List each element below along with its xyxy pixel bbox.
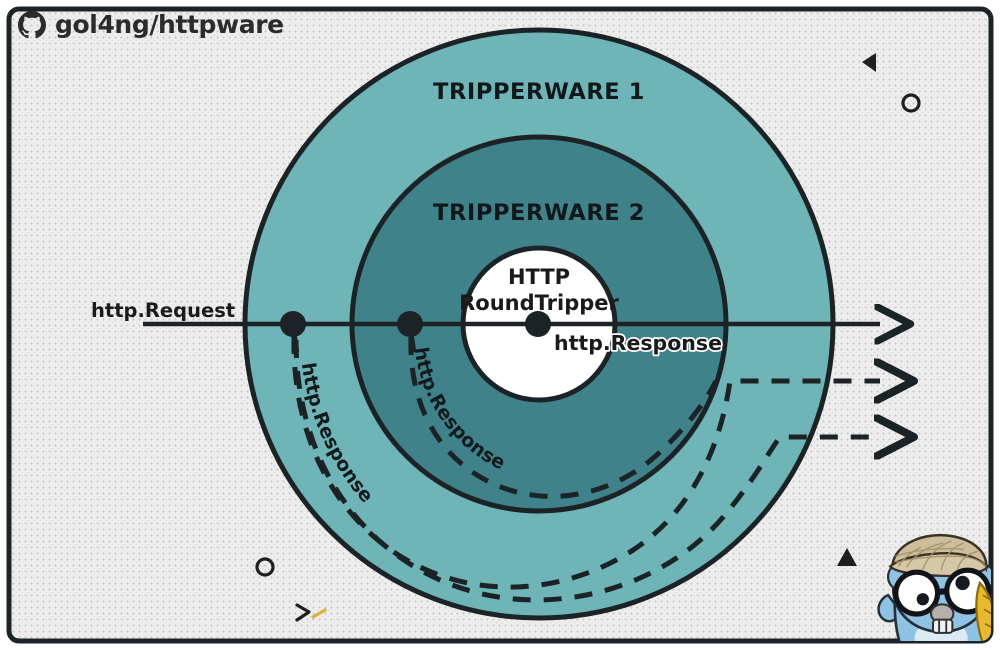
response-arc-inner bbox=[408, 336, 719, 499]
decoration-triangle-up bbox=[837, 548, 857, 566]
svg-text:http.Response: http.Response bbox=[554, 331, 722, 355]
response-arc-outer bbox=[291, 335, 880, 590]
ring-label-tripperware-1: TRIPPERWARE 1 bbox=[433, 79, 645, 105]
response-return-paths bbox=[291, 335, 880, 590]
response-return-path-lower bbox=[293, 339, 880, 603]
flow-node-inner bbox=[397, 311, 423, 337]
repo-header: gol4ng/httpware bbox=[18, 10, 284, 39]
github-mark-icon bbox=[18, 10, 46, 38]
response-label-main: http.Response http.Response bbox=[552, 329, 723, 356]
go-gopher-mascot bbox=[877, 533, 991, 641]
ring-label-tripperware-2: TRIPPERWARE 2 bbox=[433, 200, 645, 226]
request-label: http.Request bbox=[91, 299, 235, 322]
repo-title: gol4ng/httpware bbox=[55, 10, 284, 39]
decoration-circle-bottom-left bbox=[255, 557, 275, 577]
decoration-triangle-left bbox=[862, 53, 876, 72]
request-flow-line bbox=[143, 311, 880, 353]
decoration-circle-top-right bbox=[901, 93, 921, 113]
core-label-line1: HTTP bbox=[508, 265, 570, 289]
flow-node-core bbox=[525, 311, 551, 337]
svg-text:http.Response: http.Response bbox=[554, 331, 722, 355]
core-label-line2: RoundTripper bbox=[459, 291, 619, 315]
decoration-prompt-mark bbox=[295, 603, 327, 622]
flow-node-outer bbox=[280, 311, 306, 337]
